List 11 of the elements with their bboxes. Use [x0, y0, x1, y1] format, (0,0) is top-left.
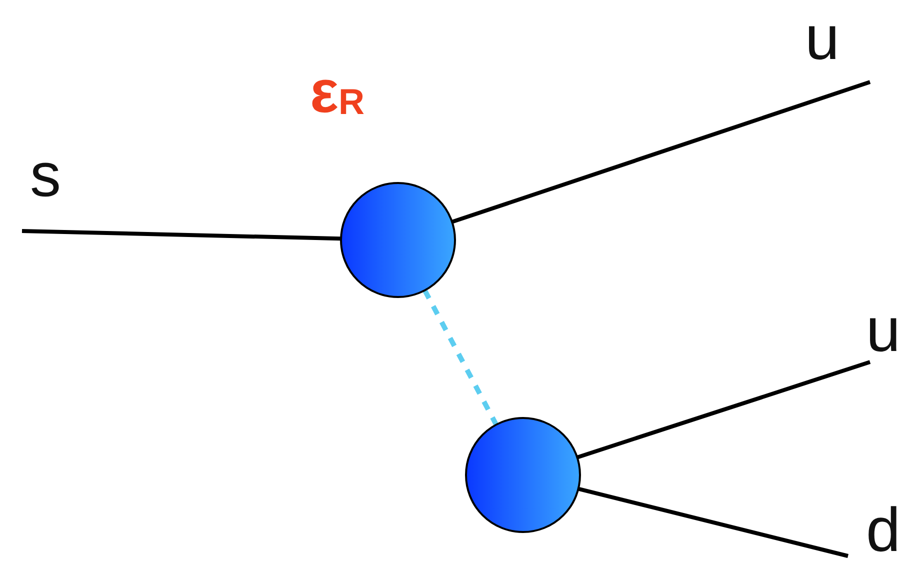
vertex-circle: [463, 415, 583, 535]
line: [576, 360, 871, 460]
quark-label: u: [866, 300, 900, 362]
vertex-circle: [338, 180, 458, 300]
quark-label: d: [866, 500, 900, 562]
line: [578, 486, 848, 558]
line: [451, 80, 871, 224]
quark-label: u: [805, 8, 840, 70]
quark-label: s: [30, 145, 61, 207]
dashed-line: [422, 289, 498, 426]
line: [22, 229, 342, 241]
